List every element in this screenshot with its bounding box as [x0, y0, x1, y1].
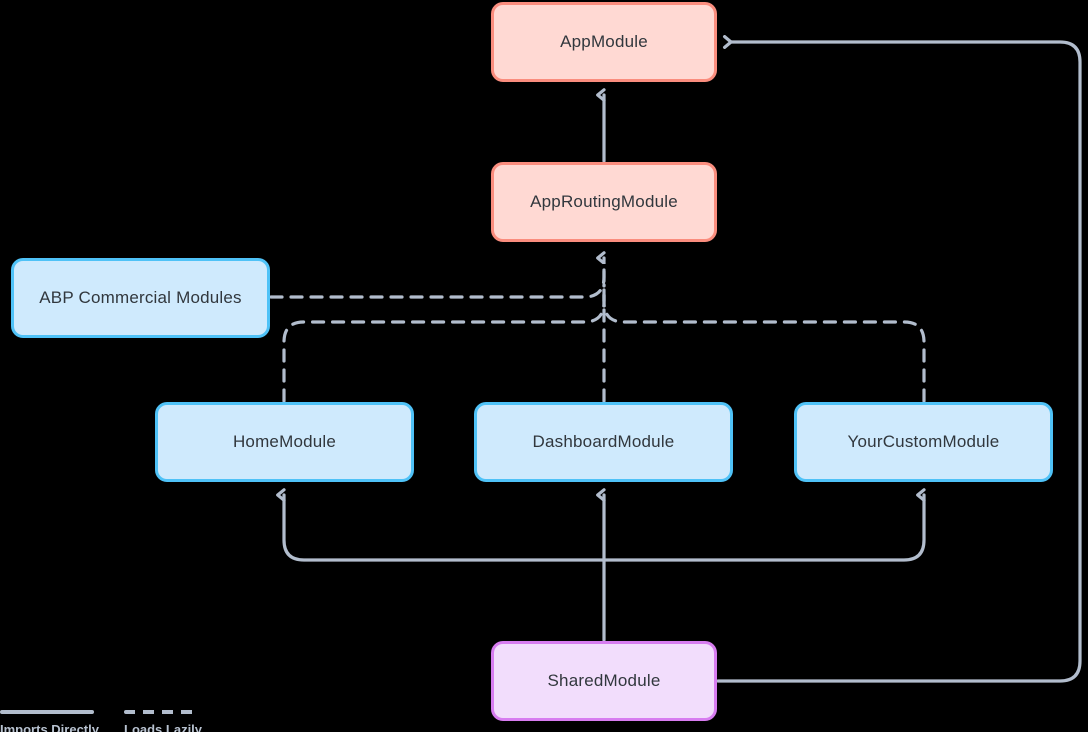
edge-shared-to-app-module: [716, 35, 1082, 683]
node-abp-commercial-modules-label: ABP Commercial Modules: [39, 288, 242, 307]
node-abp-commercial-modules[interactable]: ABP Commercial Modules: [11, 258, 270, 338]
node-home-module-label: HomeModule: [232, 432, 337, 451]
legend-imports-directly: Imports Directly: [0, 710, 99, 732]
node-app-module-label: AppModule: [560, 32, 648, 51]
node-dashboard-module-label: DashboardModule: [532, 432, 675, 451]
legend-loads-lazily-label: Loads Lazily: [124, 722, 203, 732]
node-your-custom-module-label: YourCustomModule: [847, 432, 1000, 451]
legend-imports-directly-label: Imports Directly: [0, 722, 99, 732]
node-dashboard-module[interactable]: DashboardModule: [474, 402, 733, 482]
edge-shared-to-home: [284, 495, 606, 562]
legend-loads-lazily: Loads Lazily: [124, 710, 202, 732]
edge-shared-to-custom: [602, 495, 926, 562]
node-app-routing-module-label: AppRoutingModule: [530, 192, 678, 211]
legend-solid-line-icon: [0, 710, 94, 714]
node-home-module[interactable]: HomeModule: [155, 402, 414, 482]
node-app-module[interactable]: AppModule: [491, 2, 717, 82]
edge-custom-to-app-routing: [602, 283, 926, 403]
edge-home-to-app-routing: [282, 283, 606, 403]
node-your-custom-module[interactable]: YourCustomModule: [794, 402, 1053, 482]
legend-dashed-line-icon: [124, 710, 199, 714]
edge-abp-to-app-routing: [269, 260, 606, 299]
node-shared-module[interactable]: SharedModule: [491, 641, 717, 721]
node-app-routing-module[interactable]: AppRoutingModule: [491, 162, 717, 242]
node-shared-module-label: SharedModule: [547, 671, 661, 690]
